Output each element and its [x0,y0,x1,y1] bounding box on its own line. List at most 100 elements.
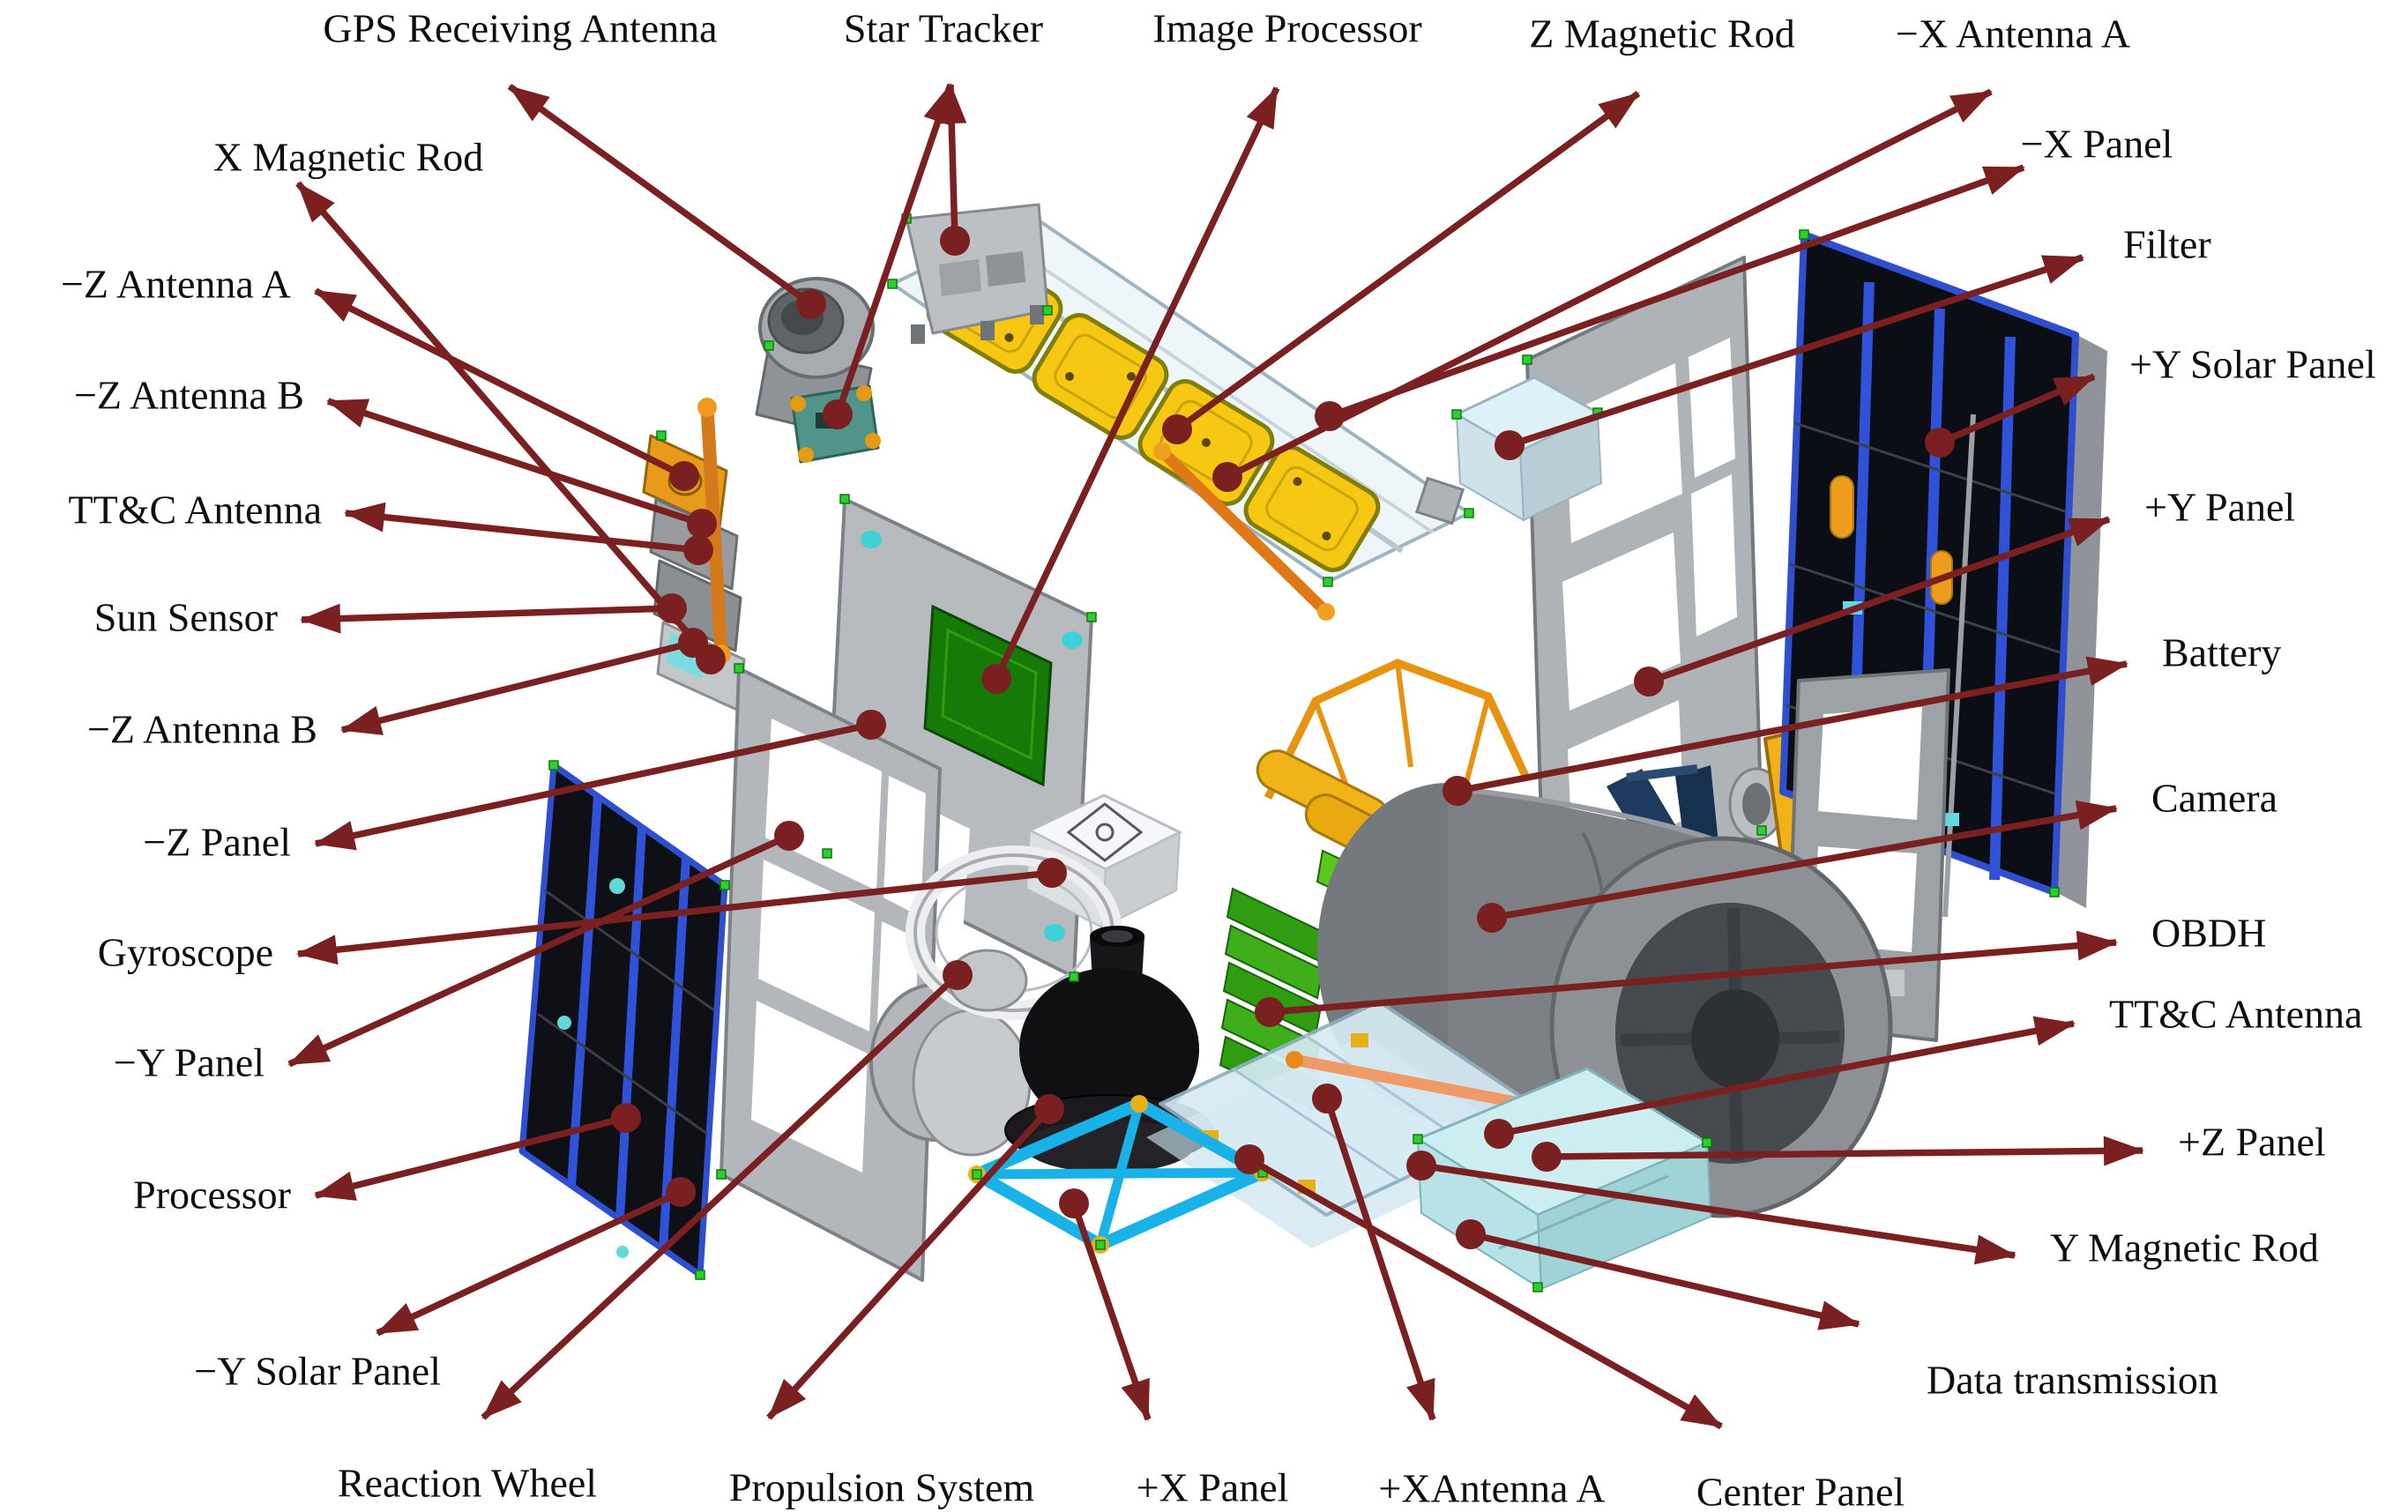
callout-star-tracker: Star Tracker [823,6,1043,429]
minus-y-solar-panel-part [518,762,728,1278]
callout-label-data-transmission: Data transmission [1927,1358,2218,1403]
callout-arrowhead-reaction-wheel [481,1380,522,1419]
callout-dot-ttc-antenna-right [1484,1119,1514,1149]
callout-line-filter [1508,254,2084,449]
callout-plus-y-solar-panel: +Y Solar Panel [1925,342,2376,458]
callout-line-gyroscope [297,869,1053,957]
callout-line-neg-z-antenna-b-lower [341,639,694,734]
callout-label-gps-receiving-antenna: GPS Receiving Antenna [323,6,717,51]
callout-label-center-panel: Center Panel [1696,1470,1905,1512]
callout-label-ttc-antenna-left: TT&C Antenna [69,488,322,533]
callout-dot-plus-x-antenna-a [1312,1084,1342,1114]
callout-line-neg-x-antenna-a [1226,88,1993,480]
callout-arrowhead-neg-z-antenna-b-lower [340,705,384,735]
callout-ttc-antenna-right: TT&C Antenna [1484,992,2362,1149]
callout-label-star-tracker: Star Tracker [844,6,1043,51]
callout-line-neg-x-panel [1328,164,2025,420]
callout-arrowhead-propulsion-system [767,1379,807,1419]
callout-line-plus-z-panel [1546,1147,2143,1160]
callout-label-obdh: OBDH [2151,911,2266,956]
callout-arrowhead-neg-z-antenna-a [314,290,357,322]
callout-label-plus-x-antenna-a: +XAntenna A [1378,1466,1605,1511]
callout-line-z-magnetic-rod [1174,90,1641,433]
callout-filter: Filter [1495,222,2211,460]
callout-ttc-antenna-left: TT&C Antenna [69,488,713,565]
callout-line-ttc-antenna-left [345,510,699,554]
callout-label-battery: Battery [2162,630,2281,675]
callout-arrowhead-neg-x-panel [1981,166,2025,195]
callout-dot-battery [1443,776,1472,806]
callout-plus-z-panel: +Z Panel [1532,1120,2326,1172]
callout-line-plus-x-antenna-a [1323,1097,1436,1421]
callout-label-neg-z-panel: −Z Panel [143,820,291,865]
callout-label-filter: Filter [2123,222,2211,267]
callout-y-magnetic-rod: Y Magnetic Rod [1406,1151,2319,1270]
callout-label-neg-x-antenna-a: −X Antenna A [1896,11,2130,56]
callout-dot-z-magnetic-rod [1162,414,1192,444]
callout-label-plus-z-panel: +Z Panel [2178,1120,2326,1165]
callout-label-sun-sensor: Sun Sensor [94,595,278,640]
callout-line-obdh [1269,939,2117,1016]
callout-arrowhead-image-processor [1246,86,1278,130]
callout-arrowhead-neg-y-panel [287,1034,332,1065]
callout-label-neg-y-panel: −Y Panel [114,1040,265,1085]
callout-dot-plus-x-panel [1059,1188,1089,1218]
z-magnetic-rod-part [1153,443,1335,621]
callout-gyroscope: Gyroscope [98,858,1067,975]
callout-line-neg-y-panel [287,832,791,1068]
callout-arrowhead-neg-y-solar-panel [376,1303,420,1334]
callout-label-y-magnetic-rod: Y Magnetic Rod [2050,1225,2319,1270]
callout-dot-star-tracker [823,399,853,429]
callout-arrowhead-gps-receiving-antenna [508,85,550,122]
callout-line-sun-sensor [301,605,673,623]
callout-arrowhead-ttc-antenna-left [344,502,386,533]
callout-arrowhead-plus-x-panel [1121,1377,1150,1421]
callout-label-propulsion-system: Propulsion System [729,1465,1035,1510]
callout-arrowhead-z-magnetic-rod [1598,92,1640,129]
minus-y-panel-part [719,667,942,1282]
callout-line-neg-z-antenna-a [314,287,686,480]
callout-dot-sun-sensor [657,593,687,623]
callout-arrowhead-y-magnetic-rod [1973,1234,2017,1265]
callout-arrowhead-sun-sensor [300,603,341,634]
callout-line-x-magnetic-rod [295,181,713,662]
callout-reaction-wheel: Reaction Wheel [338,960,973,1506]
callout-sun-sensor: Sun Sensor [94,593,687,640]
callout-data-transmission: Data transmission [1456,1219,2218,1403]
callout-neg-z-antenna-b-upper: −Z Antenna B [74,373,717,539]
callout-dot-neg-z-antenna-b-upper [687,509,717,539]
callout-dot-propulsion-system [1034,1094,1064,1124]
callout-line-gps-receiving-antenna [507,83,814,308]
callout-arrowhead-data-transmission [1817,1300,1860,1330]
callout-arrowhead-plus-y-panel [2067,518,2111,547]
callout-arrowhead-x-magnetic-rod [296,182,335,223]
x-antenna-patch [1243,445,1381,572]
callout-x-magnetic-rod: X Magnetic Rod [213,135,726,674]
callout-label-processor: Processor [133,1173,291,1218]
callout-dot-neg-x-antenna-a [1212,462,1242,492]
callout-dot-neg-z-panel [856,710,886,740]
callout-arrowhead-filter [2040,255,2084,284]
callout-arrowhead-neg-z-antenna-b-upper [326,398,370,428]
callout-dot-image-processor [981,664,1011,694]
callout-arrowhead-plus-x-antenna-a [1406,1377,1435,1421]
x-antenna-patch [1032,313,1169,440]
callout-dot-ttc-antenna-left [683,535,713,565]
callout-label-neg-z-antenna-b-upper: −Z Antenna B [74,373,304,418]
callout-label-neg-x-panel: −X Panel [2021,122,2173,167]
callout-label-camera: Camera [2151,776,2278,821]
callout-camera: Camera [1477,776,2278,933]
callout-dot-obdh [1255,997,1285,1027]
callout-plus-x-panel: +X Panel [1059,1188,1288,1510]
callout-line-y-magnetic-rod [1420,1162,2016,1259]
callout-arrowhead-camera [2075,800,2118,830]
callout-dot-plus-z-panel [1532,1142,1562,1172]
callout-label-neg-y-solar-panel: −Y Solar Panel [194,1349,441,1394]
gps-antenna-part [755,277,875,453]
callout-arrowhead-star-tracker [923,83,952,127]
callout-label-plus-y-solar-panel: +Y Solar Panel [2129,342,2376,387]
callout-dot-gyroscope [1037,858,1067,888]
callout-arrowhead-center-panel [1680,1394,1723,1427]
